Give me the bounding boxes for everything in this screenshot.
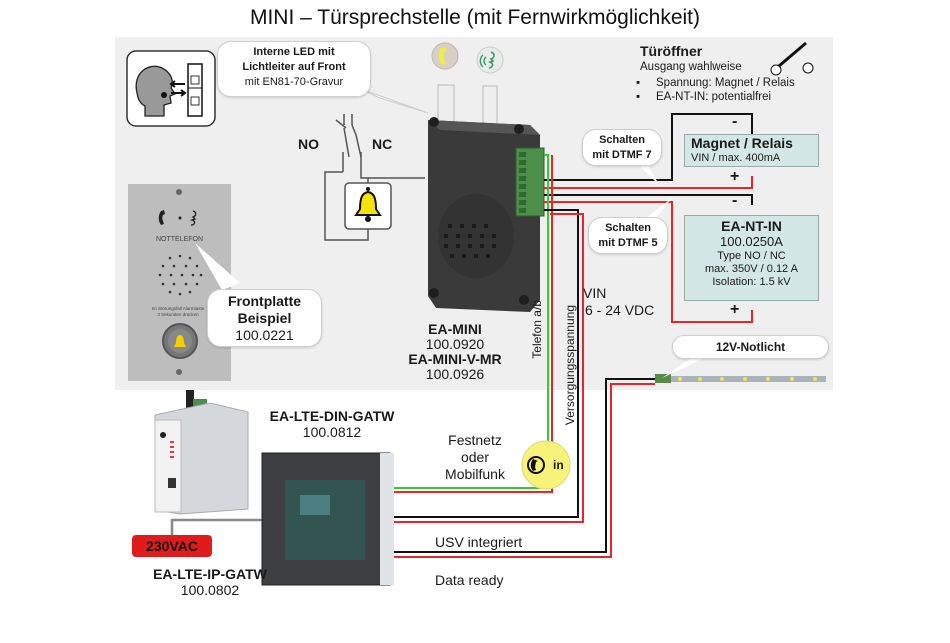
page-title: MINI – Türsprechstelle (mit Fernwirkmögl…	[249, 6, 701, 29]
frontplate-title2: Beispiel	[237, 310, 292, 326]
door-opener-switch-icon	[770, 41, 814, 76]
door-opener-bullet: ▪Spannung: Magnet / Relais	[636, 77, 795, 89]
ea-mini-device	[428, 84, 545, 312]
wires-telefon	[382, 154, 553, 493]
ea-nt-in-box: EA-NT-IN 100.0250A Type NO / NC max. 350…	[684, 215, 819, 301]
speaker-grille	[444, 224, 496, 258]
door-opener-bullets: ▪Spannung: Magnet / Relais ▪EA-NT-IN: po…	[636, 76, 795, 104]
ea-mini-article: 100.0920	[425, 336, 485, 352]
network-line2: oder	[460, 449, 490, 465]
dtmf7-callout-pointer	[640, 166, 660, 186]
front-panel-label: NOTTELEFON	[155, 236, 204, 243]
magnet-plus: +	[730, 168, 740, 185]
door-opener-subtitle: Ausgang wahlweise	[640, 61, 742, 73]
ntin-isolation: Isolation: 1.5 kV	[712, 276, 791, 288]
lte-ip-labels: EA-LTE-IP-GATW 100.0802	[135, 566, 285, 598]
led-callout-line2: Lichtleiter auf Front	[242, 61, 346, 73]
magnet-relais-box: Magnet / Relais VIN / max. 400mA	[684, 134, 819, 167]
front-panel-image	[128, 184, 231, 381]
frontplate-title1: Frontplatte	[227, 293, 302, 309]
phone-in-badge-icon	[521, 440, 571, 490]
ntin-minus: -	[732, 192, 738, 209]
led-callout: Interne LED mit Lichtleiter auf Front mi…	[217, 41, 371, 97]
wires-notlicht	[382, 378, 655, 558]
frontplate-article: 100.0221	[235, 327, 294, 343]
nc-label: NC	[372, 136, 393, 152]
telefon-ab-label: Telefon a/b	[530, 300, 544, 359]
ntin-plus: +	[730, 301, 740, 318]
frontplate-callout-pointer	[195, 243, 240, 290]
front-panel-instruction-line2: 3 Sekunden drücken	[157, 312, 199, 317]
power-230vac-badge: 230VAC	[132, 535, 212, 557]
magnet-spec: VIN / max. 400mA	[691, 152, 781, 164]
front-panel-instruction-line1: Im Störungsfall Alarmtaste	[151, 306, 205, 311]
dtmf7-callout-line1: Schalten	[599, 134, 645, 146]
ntin-article: 100.0250A	[720, 234, 783, 249]
versorgung-label: Versorgungsspannung	[563, 305, 577, 426]
network-label: Festnetz oder Mobilfunk	[430, 432, 520, 483]
led-callout-pointer	[357, 87, 429, 114]
no-label: NO	[298, 136, 319, 152]
phone-led-icon	[431, 42, 459, 70]
magnet-title: Magnet / Relais	[691, 135, 793, 151]
no-nc-switch-symbol	[324, 114, 425, 241]
phone-in-badge-label: in	[553, 458, 564, 472]
dtmf7-callout-line2: mit DTMF 7	[592, 149, 652, 161]
lte-din-name: EA-LTE-DIN-GATW	[269, 408, 395, 424]
dtmf5-callout-pointer	[646, 198, 672, 218]
lte-din-labels: EA-LTE-DIN-GATW 100.0812	[262, 408, 402, 440]
magnet-minus: -	[732, 113, 738, 130]
bell-button-icon	[344, 182, 392, 230]
network-line1: Festnetz	[448, 432, 502, 448]
led-callout-line1: Interne LED mit	[253, 46, 335, 58]
front-panel-instructions: Im Störungsfall Alarmtaste 3 Sekunden dr…	[128, 306, 228, 318]
wires-magnet	[544, 113, 753, 189]
dtmf5-callout-line2: mit DTMF 5	[598, 237, 658, 249]
dtmf5-callout: Schalten mit DTMF 5	[588, 217, 668, 254]
notlicht-callout: 12V-Notlicht	[672, 335, 829, 359]
door-opener-title: Türöffner	[640, 43, 703, 59]
lte-din-article: 100.0812	[302, 424, 362, 440]
dtmf7-callout: Schalten mit DTMF 7	[582, 129, 662, 166]
usv-label: USV integriert	[435, 534, 523, 550]
ea-mini-labels: EA-MINI 100.0920 EA-MINI-V-MR 100.0926	[395, 322, 515, 382]
vin-label: VIN	[583, 285, 607, 301]
ea-mini-v-mr-name: EA-MINI-V-MR	[408, 351, 502, 367]
led-strip-icon	[655, 374, 826, 383]
frontplate-callout: Frontplatte Beispiel 100.0221	[207, 289, 322, 347]
lte-ip-name: EA-LTE-IP-GATW	[153, 566, 267, 582]
wires-ntin	[544, 194, 753, 323]
data-ready-label: Data ready	[435, 572, 504, 588]
lte-ip-gateway-image	[261, 452, 394, 586]
ea-mini-v-mr-article: 100.0926	[425, 366, 485, 382]
lte-ip-article: 100.0802	[180, 582, 240, 598]
vin-range: 6 - 24 VDC	[585, 302, 655, 318]
wire-230vac	[170, 518, 262, 535]
speech-led-icon	[476, 46, 504, 74]
notlicht-label: 12V-Notlicht	[715, 340, 786, 354]
ea-mini-name: EA-MINI	[428, 321, 482, 337]
ntin-type: Type NO / NC	[717, 250, 786, 262]
led-callout-line3: mit EN81-70-Gravur	[244, 76, 344, 88]
ntin-title: EA-NT-IN	[721, 218, 782, 234]
lte-din-gateway-image	[154, 390, 249, 515]
network-line3: Mobilfunk	[445, 466, 505, 482]
intercom-icon	[126, 50, 216, 127]
ntin-max: max. 350V / 0.12 A	[705, 263, 798, 275]
wires-versorgung	[382, 209, 584, 523]
dtmf5-callout-line1: Schalten	[605, 222, 651, 234]
door-opener-bullet: ▪EA-NT-IN: potentialfrei	[636, 91, 772, 103]
